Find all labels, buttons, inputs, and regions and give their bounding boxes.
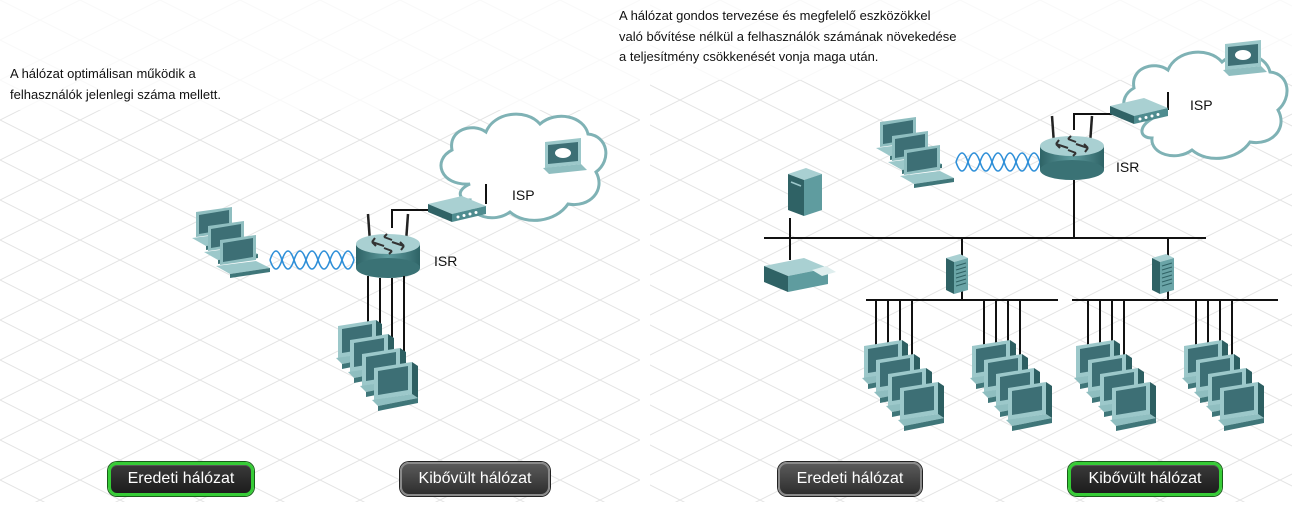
panel-divider (640, 0, 650, 502)
isp-cloud-icon (1122, 50, 1289, 160)
isp-server-monitor-icon (1223, 40, 1267, 76)
right-expanded-network-button[interactable]: Kibővült hálózat (1068, 462, 1222, 496)
right-network: ISP ISR (764, 40, 1289, 431)
switch-icon (1151, 253, 1175, 295)
right-original-network-button[interactable]: Eredeti hálózat (778, 462, 922, 496)
isp-label: ISP (1190, 97, 1213, 113)
left-expanded-network-button[interactable]: Kibővült hálózat (400, 462, 550, 496)
isr-label: ISR (1116, 159, 1139, 175)
isp-label: ISP (512, 187, 535, 203)
right-caption: A hálózat gondos tervezése és megfelelő … (619, 6, 957, 68)
right-caption-line: a teljesítmény csökkenését vonja maga ut… (619, 49, 879, 64)
right-caption-line: való bővítése nélkül a felhasználók szám… (619, 28, 957, 44)
left-original-network-button[interactable]: Eredeti hálózat (108, 462, 254, 496)
switch-icon (945, 253, 969, 295)
router-modem-link (1073, 113, 1112, 130)
left-network: ISP ISR (192, 112, 608, 411)
left-caption-line: A hálózat optimálisan működik a (10, 66, 196, 81)
isp-server-monitor-icon (543, 138, 587, 174)
left-caption-line: felhasználók jelenlegi száma mellett. (10, 86, 221, 102)
server-icon (787, 167, 823, 217)
left-top-fade (0, 0, 640, 110)
right-caption-line: A hálózat gondos tervezése és megfelelő … (619, 8, 931, 23)
isr-label: ISR (434, 253, 457, 269)
router-modem-link (391, 209, 430, 228)
left-caption: A hálózat optimálisan működik a felhaszn… (10, 64, 221, 105)
